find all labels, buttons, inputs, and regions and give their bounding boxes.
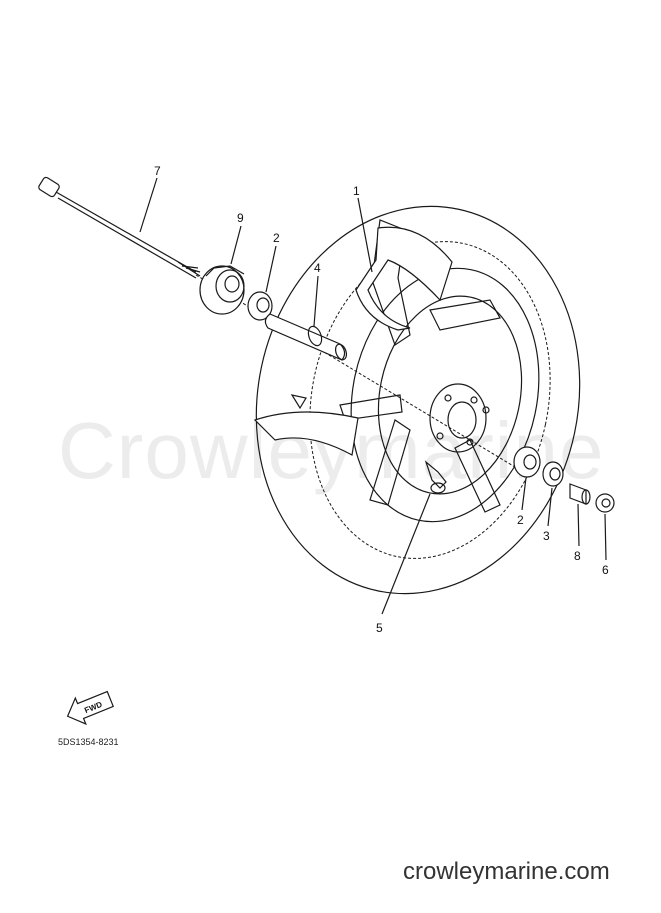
callout-6: 6 <box>602 563 609 577</box>
callout-4: 4 <box>314 261 321 275</box>
part-code: 5DS1354-8231 <box>58 737 119 747</box>
fwd-arrow: FWD <box>66 690 115 726</box>
tire-inner <box>309 241 551 559</box>
callout-2-left: 2 <box>273 231 280 245</box>
hub <box>429 383 487 453</box>
axle <box>38 176 521 471</box>
gear-unit <box>199 265 245 315</box>
callout-3: 3 <box>543 529 550 543</box>
callout-2-right: 2 <box>517 513 524 527</box>
tire-section-top <box>355 226 453 331</box>
tire-section-left <box>253 411 359 456</box>
callout-8: 8 <box>574 549 581 563</box>
bearing-left <box>247 291 273 321</box>
callout-7: 7 <box>154 164 161 178</box>
wheel-assembly <box>253 205 581 595</box>
tire-outer <box>255 205 581 595</box>
site-footer: crowleymarine.com <box>403 858 610 885</box>
callout-5: 5 <box>376 621 383 635</box>
collar <box>569 483 591 505</box>
callout-9: 9 <box>237 211 244 225</box>
oil-seal <box>542 461 564 487</box>
rim-ring-inner <box>377 295 523 495</box>
callouts: 7 9 2 4 1 2 3 8 6 5 <box>154 164 609 635</box>
bearing-right <box>513 446 541 478</box>
spacer-tube <box>264 313 348 361</box>
axle-nut <box>595 493 615 513</box>
callout-1: 1 <box>353 184 360 198</box>
rim-ring <box>350 267 540 523</box>
leader-lines <box>139 177 607 615</box>
